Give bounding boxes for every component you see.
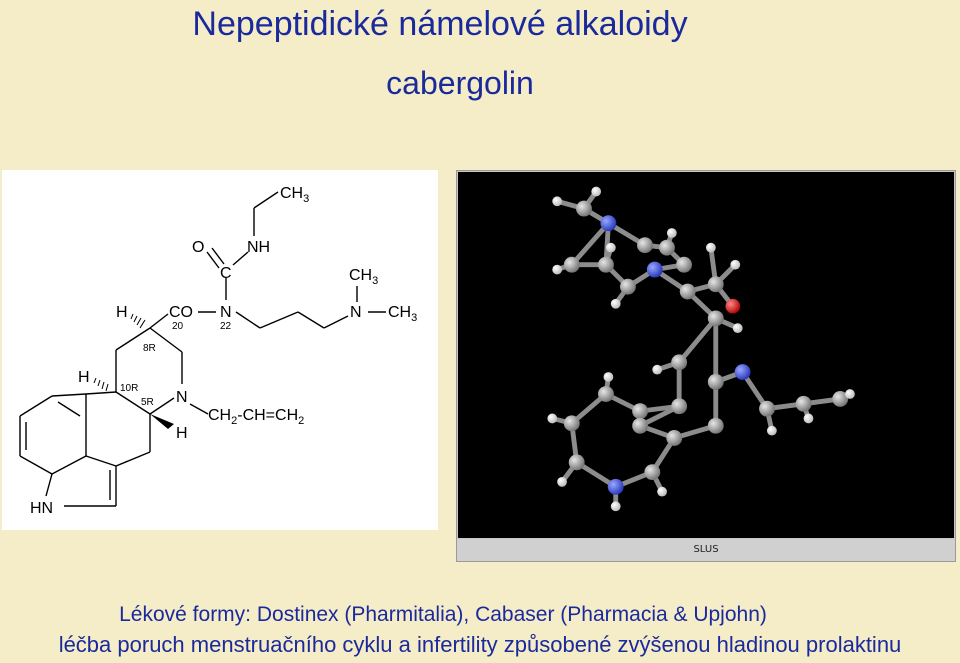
dosage-forms-text: Lékové formy: Dostinex (Pharmitalia), Ca… bbox=[119, 603, 767, 626]
carbon-atom bbox=[671, 398, 688, 415]
svg-text:N: N bbox=[350, 304, 362, 321]
hydrogen-atom bbox=[730, 259, 741, 270]
svg-text:8R: 8R bbox=[143, 343, 156, 354]
model-bonds bbox=[549, 189, 853, 509]
molecule-3d-viewer: SLUS bbox=[456, 170, 956, 562]
model-atoms bbox=[547, 186, 855, 512]
oxygen-atom bbox=[725, 298, 741, 314]
carbon-atom bbox=[707, 373, 724, 390]
carbon-atom bbox=[759, 400, 775, 417]
ball-and-stick-model bbox=[547, 186, 855, 512]
carbon-atom bbox=[707, 276, 724, 293]
carbon-atom bbox=[707, 417, 724, 434]
svg-text:N: N bbox=[176, 389, 188, 406]
hydrogen-atom bbox=[652, 364, 663, 375]
hydrogen-atom bbox=[803, 413, 814, 424]
formula-labels: CH3 O NH C H CO 20 N 22 CH3 N CH3 8R H 1… bbox=[30, 185, 417, 517]
hydrogen-atom bbox=[557, 477, 567, 487]
carbon-atom bbox=[598, 386, 614, 402]
svg-text:O: O bbox=[192, 239, 204, 256]
nitrogen-atom bbox=[734, 364, 751, 381]
stereo-hashes bbox=[93, 313, 146, 392]
viewer-footer-label: SLUS bbox=[457, 539, 955, 561]
carbon-atom bbox=[563, 415, 580, 432]
carbon-atom bbox=[795, 395, 812, 412]
carbon-atom bbox=[676, 256, 692, 273]
hydrogen-atom bbox=[767, 425, 777, 436]
hydrogen-atom bbox=[605, 242, 616, 253]
carbon-atom bbox=[637, 237, 653, 254]
hydrogen-atom bbox=[552, 196, 563, 207]
carbon-atom bbox=[619, 278, 636, 295]
carbon-atom bbox=[644, 464, 661, 481]
svg-text:H: H bbox=[176, 425, 188, 442]
svg-text:CO: CO bbox=[169, 304, 193, 321]
svg-text:CH3: CH3 bbox=[388, 304, 417, 324]
svg-text:H: H bbox=[78, 369, 90, 386]
svg-text:NH: NH bbox=[247, 239, 270, 256]
carbon-atom bbox=[659, 239, 675, 256]
carbon-atom bbox=[832, 390, 849, 407]
hydrogen-atom bbox=[610, 298, 621, 309]
svg-text:CH3: CH3 bbox=[349, 267, 378, 287]
hydrogen-atom bbox=[552, 264, 563, 275]
hydrogen-atom bbox=[547, 413, 558, 424]
carbon-atom bbox=[632, 417, 649, 434]
nitrogen-atom bbox=[600, 215, 617, 232]
hydrogen-atom bbox=[845, 389, 855, 399]
hydrogen-atom bbox=[706, 242, 716, 253]
svg-text:CH2-CH=CH2: CH2-CH=CH2 bbox=[208, 407, 304, 427]
slide-title: Nepeptidické námelové alkaloidy bbox=[192, 5, 688, 43]
structural-formula: CH3 O NH C H CO 20 N 22 CH3 N CH3 8R H 1… bbox=[19, 185, 417, 517]
svg-text:C: C bbox=[220, 265, 232, 282]
formula-bonds bbox=[19, 191, 386, 507]
nitrogen-atom bbox=[646, 261, 663, 278]
hydrogen-atom bbox=[657, 486, 667, 497]
svg-text:H: H bbox=[116, 304, 128, 321]
hydrogen-atom bbox=[610, 501, 621, 512]
hydrogen-atom bbox=[603, 372, 614, 382]
svg-text:20: 20 bbox=[172, 321, 184, 332]
carbon-atom bbox=[679, 283, 696, 300]
carbon-atom bbox=[568, 454, 585, 471]
model-bond bbox=[676, 315, 719, 365]
stereo-wedge bbox=[150, 414, 174, 429]
hydrogen-atom bbox=[591, 186, 602, 197]
svg-text:10R: 10R bbox=[120, 383, 138, 394]
carbon-atom bbox=[563, 256, 580, 273]
carbon-atom bbox=[576, 200, 592, 217]
molecule-3d-canvas bbox=[458, 172, 954, 538]
carbon-atom bbox=[598, 256, 614, 273]
indication-text: léčba poruch menstruačního cyklu a infer… bbox=[58, 632, 902, 657]
svg-text:CH3: CH3 bbox=[280, 185, 309, 205]
model-bond bbox=[569, 220, 611, 268]
svg-text:N: N bbox=[220, 304, 232, 321]
svg-text:5R: 5R bbox=[141, 397, 154, 408]
svg-text:22: 22 bbox=[220, 321, 232, 332]
slide-subtitle: cabergolin bbox=[386, 65, 534, 101]
hydrogen-atom bbox=[666, 228, 677, 238]
structural-formula-panel: CH3 O NH C H CO 20 N 22 CH3 N CH3 8R H 1… bbox=[2, 170, 438, 530]
nitrogen-atom bbox=[607, 478, 624, 495]
hydrogen-atom bbox=[732, 323, 743, 334]
carbon-atom bbox=[707, 310, 724, 327]
svg-text:HN: HN bbox=[30, 500, 53, 517]
carbon-atom bbox=[666, 430, 683, 446]
carbon-atom bbox=[632, 403, 649, 420]
carbon-atom bbox=[671, 354, 688, 371]
